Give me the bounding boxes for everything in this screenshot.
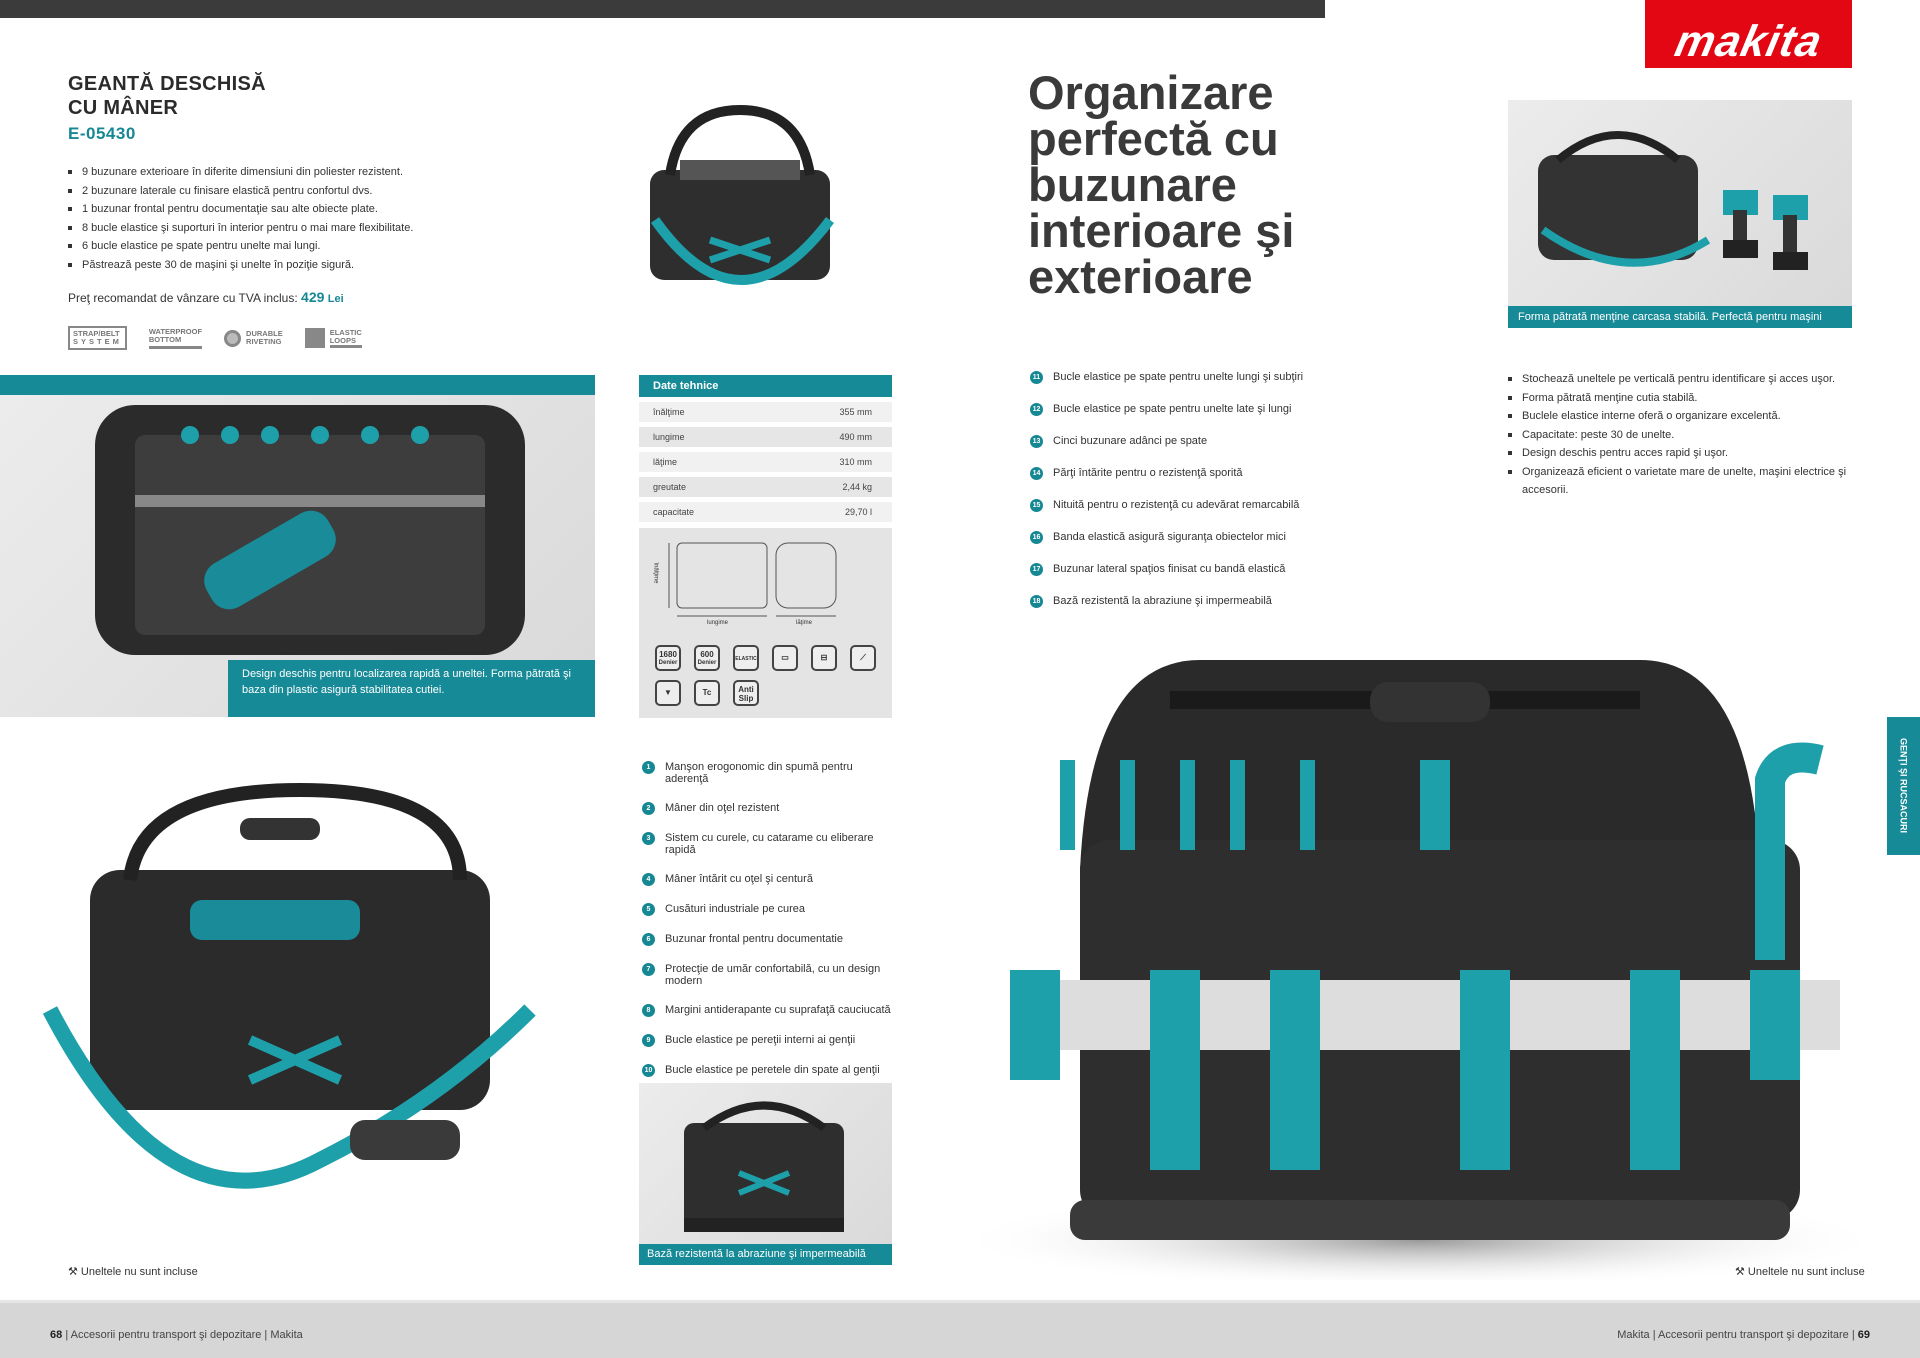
number-badge: 5: [642, 903, 655, 916]
number-badge: 13: [1030, 435, 1043, 448]
number-badge: 2: [642, 802, 655, 815]
left-image-caption: Design deschis pentru localizarea rapidă…: [228, 660, 595, 717]
bag-labeled-image: [42, 782, 536, 1189]
rivet-icon: ▼: [655, 680, 681, 706]
bottom-center-caption: Bază rezistentă la abraziune şi impermea…: [639, 1244, 892, 1265]
makita-logo: makita: [1645, 0, 1852, 68]
number-badge: 15: [1030, 499, 1043, 512]
number-badge: 17: [1030, 563, 1043, 576]
tools-not-included-left: ⚒ Uneltele nu sunt incluse: [68, 1266, 198, 1278]
number-badge: 6: [642, 933, 655, 946]
top-bar: [0, 0, 1325, 18]
top-right-caption: Forma pătrată menţine carcasa stabilă. P…: [1508, 306, 1852, 328]
footer-left: 68 | Accesorii pentru transport şi depoz…: [50, 1329, 303, 1341]
teal-band: [0, 375, 595, 395]
specs-title: Date tehnice: [639, 375, 892, 397]
number-badge: 9: [642, 1034, 655, 1047]
bag-top-image: [650, 104, 834, 285]
buckle-icon: ⊟: [811, 645, 837, 671]
handle-icon: ▭: [772, 645, 798, 671]
tc-icon: Tc: [694, 680, 720, 706]
footer: 68 | Accesorii pentru transport şi depoz…: [0, 1300, 1920, 1358]
bag-open-image: [0, 395, 595, 717]
bag-base-image: [639, 1083, 892, 1265]
number-badge: 18: [1030, 595, 1043, 608]
number-badge: 14: [1030, 467, 1043, 480]
feature-list: 9 buzunare exterioare în diferite dimens…: [68, 163, 413, 274]
tools-not-included-right: ⚒ Uneltele nu sunt incluse: [1735, 1266, 1865, 1278]
bag-with-drills-image: [1508, 100, 1852, 328]
tools-icon: ⚒: [68, 1266, 81, 1278]
number-badge: 8: [642, 1004, 655, 1017]
elastic-icon: ELASTIC: [733, 645, 759, 671]
number-badge: 7: [642, 963, 655, 976]
number-badge: 10: [642, 1064, 655, 1077]
price: Preţ recomandat de vânzare cu TVA inclus…: [68, 289, 344, 305]
number-badge: 11: [1030, 371, 1043, 384]
shoulder-pad-icon: ⟋: [850, 645, 876, 671]
number-badge: 16: [1030, 531, 1043, 544]
right-bullet-list: Stochează uneltele pe verticală pentru i…: [1508, 370, 1868, 500]
number-badge: 4: [642, 873, 655, 886]
tools-icon: ⚒: [1735, 1266, 1748, 1278]
number-badge: 3: [642, 832, 655, 845]
number-badge: 1: [642, 761, 655, 774]
footer-right: Makita | Accesorii pentru transport şi d…: [1617, 1329, 1870, 1341]
number-badge: 12: [1030, 403, 1043, 416]
bag-main-image: [950, 660, 1885, 1280]
side-tab[interactable]: GENŢI ŞI RUCSACURI: [1887, 717, 1920, 855]
product-code: E-05430: [68, 124, 136, 143]
